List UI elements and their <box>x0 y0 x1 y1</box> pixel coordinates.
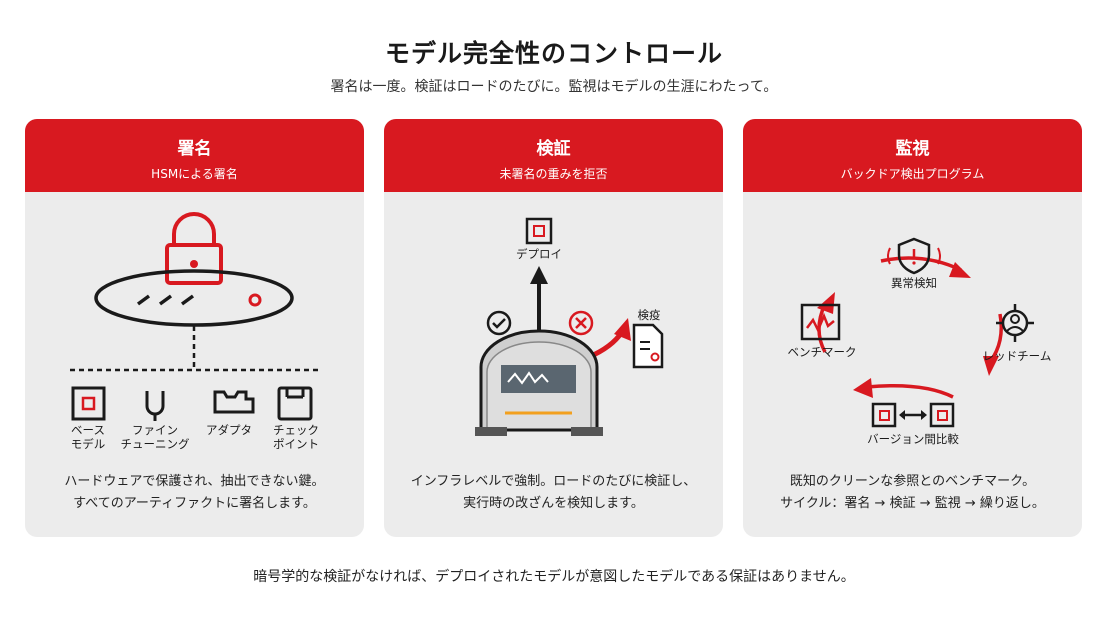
cycle-arrow-top <box>880 256 971 278</box>
verification-diagram: デプロイ 検疫 <box>475 217 664 436</box>
fine-tuning-icon <box>145 391 165 421</box>
version-compare-icon <box>871 402 955 428</box>
card-signing-subtitle: HSMによる署名 <box>151 167 238 181</box>
card-signing: 署名 HSMによる署名 <box>25 119 364 537</box>
benchmark-chart-icon <box>800 303 841 341</box>
card-signing-title: 署名 <box>177 139 212 159</box>
server-feet <box>475 427 603 436</box>
artifact-label-fine-tuning-1: ファイン <box>132 423 178 437</box>
cycle-label-version-compare: バージョン間比較 <box>867 432 959 446</box>
cycle-arrow-left-main <box>815 387 823 432</box>
card-verification-description: インフラレベルで強制。ロードのたびに検証し、 実行時の改ざんを検知します。 <box>384 471 723 515</box>
card-monitoring-description: 既知のクリーンな参照とのベンチマーク。 サイクル：署名 → 検証 → 監視 → … <box>743 471 1082 515</box>
red-team-target-icon <box>996 304 1034 342</box>
checkpoint-icon <box>277 386 313 421</box>
monitoring-cycle-diagram: 異常検知 レッドチーム バージョン間比較 ベンチマーク <box>788 237 1052 446</box>
card-signing-desc-line-2: すべてのアーティファクトに署名します。 <box>73 496 316 511</box>
deploy-label: デプロイ <box>516 247 562 261</box>
card-verification-title: 検証 <box>536 139 571 159</box>
quarantine-arrow <box>587 318 631 360</box>
card-verification: 検証 未署名の重みを拒否 デプロイ 検疫 <box>384 119 723 537</box>
card-verification-header: 検証 未署名の重みを拒否 <box>384 119 723 192</box>
card-signing-desc-line-1: ハードウェアで保護され、抽出できない鍵。 <box>64 474 325 489</box>
base-model-icon <box>71 386 106 421</box>
cycle-arrow-right <box>983 313 1003 376</box>
card-monitoring-desc-line-1: 既知のクリーンな参照とのベンチマーク。 <box>789 474 1036 489</box>
cycle-label-benchmark: ベンチマーク <box>788 345 857 359</box>
card-signing-description: ハードウェアで保護され、抽出できない鍵。 すべてのアーティファクトに署名します。 <box>25 471 364 515</box>
card-verification-desc-line-2: 実行時の改ざんを検知します。 <box>463 496 644 511</box>
cycle-label-anomaly: 異常検知 <box>891 276 937 290</box>
padlock-icon <box>165 212 223 285</box>
adapter-icon <box>213 390 255 414</box>
footer-note: 暗号学的な検証がなければ、デプロイされたモデルが意図したモデルである保証はありま… <box>253 569 855 585</box>
artifact-label-checkpoint-1: チェック <box>273 423 319 437</box>
card-monitoring-header: 監視 バックドア検出プログラム <box>743 119 1082 192</box>
cycle-arrow-left-final <box>817 292 835 353</box>
distribution-connector <box>70 326 318 372</box>
card-verification-desc-line-1: インフラレベルで強制。ロードのたびに検証し、 <box>410 474 697 489</box>
card-signing-header: 署名 HSMによる署名 <box>25 119 364 192</box>
hsm-device-icon <box>94 269 294 327</box>
card-monitoring-desc-line-2: サイクル：署名 → 検証 → 監視 → 繰り返し。 <box>780 496 1045 511</box>
page-subtitle: 署名は一度。検証はロードのたびに。監視はモデルの生涯にわたって。 <box>330 79 778 95</box>
artifact-label-fine-tuning-2: チューニング <box>121 437 190 451</box>
cycle-arrow-bottom-final <box>853 378 954 399</box>
artifact-label-adapter: アダプタ <box>206 423 252 437</box>
deploy-arrow <box>530 266 548 335</box>
signing-diagram: ベース モデル ファイン チューニング アダプタ チェック ポイント <box>70 212 319 451</box>
artifact-label-base-model-2: モデル <box>71 437 106 451</box>
artifact-label-checkpoint-2: ポイント <box>273 437 319 451</box>
deploy-target-icon <box>525 217 553 245</box>
check-icon <box>486 310 512 336</box>
card-monitoring-subtitle: バックドア検出プログラム <box>840 167 985 181</box>
shield-alert-icon <box>887 237 941 275</box>
cycle-label-redteam: レッドチーム <box>983 349 1052 363</box>
quarantine-document-icon <box>632 323 664 369</box>
quarantine-label: 検疫 <box>638 308 661 322</box>
card-verification-subtitle: 未署名の重みを拒否 <box>499 167 608 181</box>
server-loader-icon <box>479 329 599 432</box>
page-title: モデル完全性のコントロール <box>384 39 723 68</box>
reject-icon <box>568 310 594 336</box>
artifact-label-base-model-1: ベース <box>71 423 105 437</box>
card-monitoring: 監視 バックドア検出プログラム <box>743 119 1082 537</box>
card-monitoring-title: 監視 <box>895 139 930 159</box>
cycle-arrow-left <box>811 397 824 432</box>
